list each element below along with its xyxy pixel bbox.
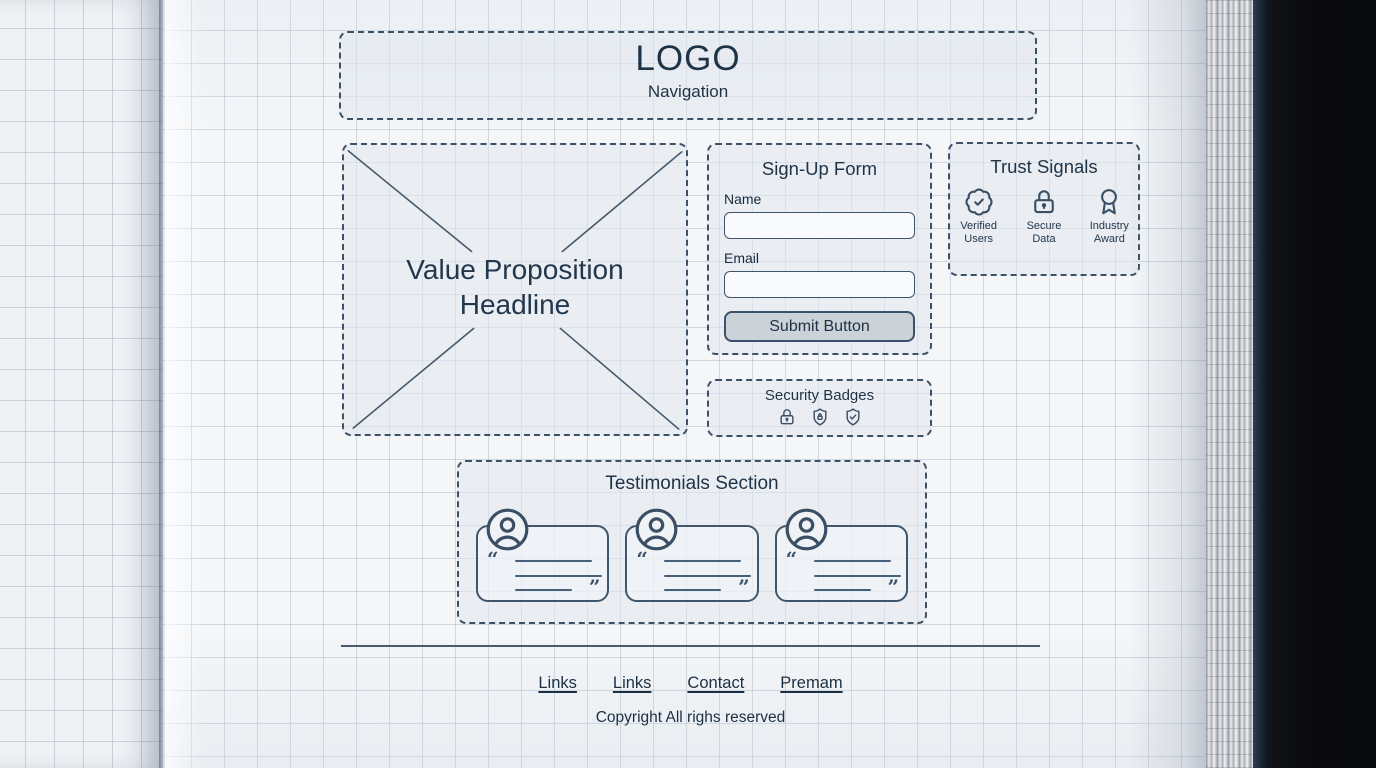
footer-links: Links Links Contact Premam [341, 674, 1040, 693]
logo-text: LOGO [635, 39, 741, 78]
page-edge-shadow [1128, 0, 1206, 768]
user-avatar-icon [635, 508, 678, 551]
shield-check-icon [845, 408, 860, 426]
padlock-icon [779, 409, 794, 425]
footer-link-premam[interactable]: Premam [780, 674, 843, 692]
book-cover-edge [1253, 0, 1268, 768]
close-quote-icon: ” [588, 575, 600, 599]
testimonials-title: Testimonials Section [605, 473, 779, 494]
testimonial-card: “ ” [476, 508, 610, 602]
footer-link-links-2[interactable]: Links [612, 674, 652, 692]
text-line [813, 589, 871, 591]
book-page-edges [1206, 0, 1253, 768]
open-quote-icon: “ [785, 547, 797, 571]
text-line [664, 575, 752, 577]
award-ribbon-icon [1101, 189, 1118, 215]
footer-link-links-1[interactable]: Links [538, 674, 577, 692]
close-quote-icon: ” [738, 575, 749, 599]
security-icons-row [709, 407, 930, 427]
shield-lock-icon [812, 408, 827, 426]
close-quote-icon: ” [887, 575, 898, 599]
trust-item-label: Industry Award [1089, 220, 1129, 245]
badge-check-icon [965, 188, 993, 216]
email-field[interactable] [724, 271, 915, 298]
text-line [813, 575, 901, 577]
navigation-label[interactable]: Navigation [647, 82, 729, 101]
signup-form-section: Sign-Up Form Name Email Submit Button [707, 143, 932, 355]
hero-image-placeholder: Value Proposition Headline [342, 143, 688, 436]
security-badges-section: Security Badges [707, 379, 932, 437]
trust-signals-section: Trust Signals Verified Users Secure Data [948, 142, 1140, 276]
footer-link-contact[interactable]: Contact [687, 674, 745, 692]
padlock-icon [1034, 190, 1054, 214]
book-cover [1268, 0, 1376, 768]
trust-item-industry-award: Industry Award [1081, 187, 1138, 246]
testimonial-card: “ ” [625, 508, 759, 602]
testimonial-card: “ ” [774, 508, 908, 602]
user-avatar-icon [785, 508, 828, 551]
text-line [515, 560, 592, 562]
text-line [664, 589, 722, 591]
copyright-text: Copyright All righs reserved [595, 709, 786, 726]
header-section: LOGO Navigation [339, 31, 1037, 120]
testimonials-section: Testimonials Section “ ” [457, 460, 927, 624]
left-page-fold [0, 0, 163, 768]
page-crease [159, 0, 165, 768]
trust-signals-title: Trust Signals [990, 156, 1098, 177]
image-placeholder-x-icon [347, 150, 683, 430]
trust-item-label: Secure Data [1026, 220, 1062, 245]
trust-items-row: Verified Users Secure Data Industry Awar… [950, 187, 1138, 246]
open-quote-icon: “ [636, 547, 647, 571]
trust-item-verified-users: Verified Users [950, 187, 1007, 246]
name-field[interactable] [724, 212, 915, 239]
email-field-label: Email [724, 250, 760, 266]
trust-item-secure-data: Secure Data [1015, 187, 1072, 246]
open-quote-icon: “ [487, 547, 498, 571]
submit-button[interactable]: Submit Button [724, 311, 915, 342]
text-line [515, 589, 572, 591]
user-avatar-icon [486, 508, 529, 551]
value-proposition-headline: Value Proposition Headline [406, 253, 624, 320]
page-crease-highlight [165, 0, 205, 768]
trust-item-label: Verified Users [960, 220, 998, 245]
text-line [515, 575, 602, 577]
text-line [664, 560, 742, 562]
security-badges-title: Security Badges [764, 387, 875, 404]
footer-divider [341, 645, 1040, 647]
name-field-label: Name [724, 191, 762, 207]
signup-form-title: Sign-Up Form [761, 158, 878, 179]
text-line [813, 560, 891, 562]
testimonial-cards-row: “ ” “ ” [476, 508, 908, 602]
